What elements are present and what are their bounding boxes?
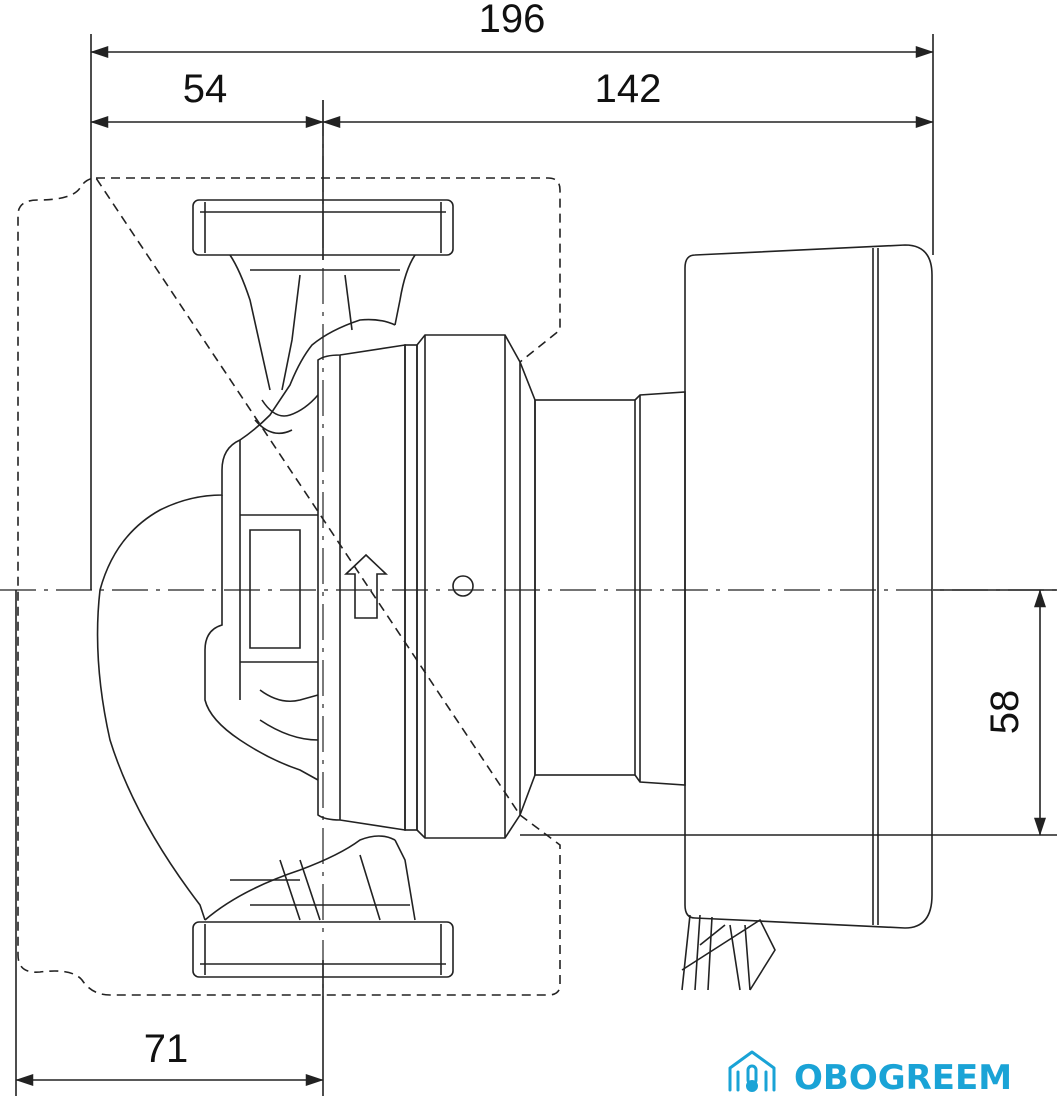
dimension-label-right-length: 142 <box>595 67 662 111</box>
flow-direction-arrow-icon <box>343 553 389 619</box>
vent-screw-icon <box>452 575 474 597</box>
extension-lines <box>15 34 1057 1096</box>
dimension-label-left-offset: 54 <box>183 67 228 111</box>
pump-body <box>96 318 416 921</box>
cable-connector <box>681 914 776 991</box>
dimension-label-axis-height: 58 <box>983 690 1027 735</box>
axis-centerlines <box>0 100 1057 1000</box>
top-flange <box>192 199 454 391</box>
dimension-label-bottom-offset: 71 <box>144 1027 189 1071</box>
dimension-lines <box>15 46 1046 1086</box>
dimension-label-overall: 196 <box>479 0 546 41</box>
brand-logo: OBOGREEM <box>728 1050 1012 1098</box>
pump-head <box>317 344 418 831</box>
motor-housing <box>416 334 686 839</box>
control-box <box>684 244 933 929</box>
brand-logo-text: OBOGREEM <box>794 1058 1012 1098</box>
insulation-shell-outline <box>17 177 561 996</box>
bottom-flange <box>192 921 454 978</box>
house-thermometer-icon <box>728 1050 776 1092</box>
